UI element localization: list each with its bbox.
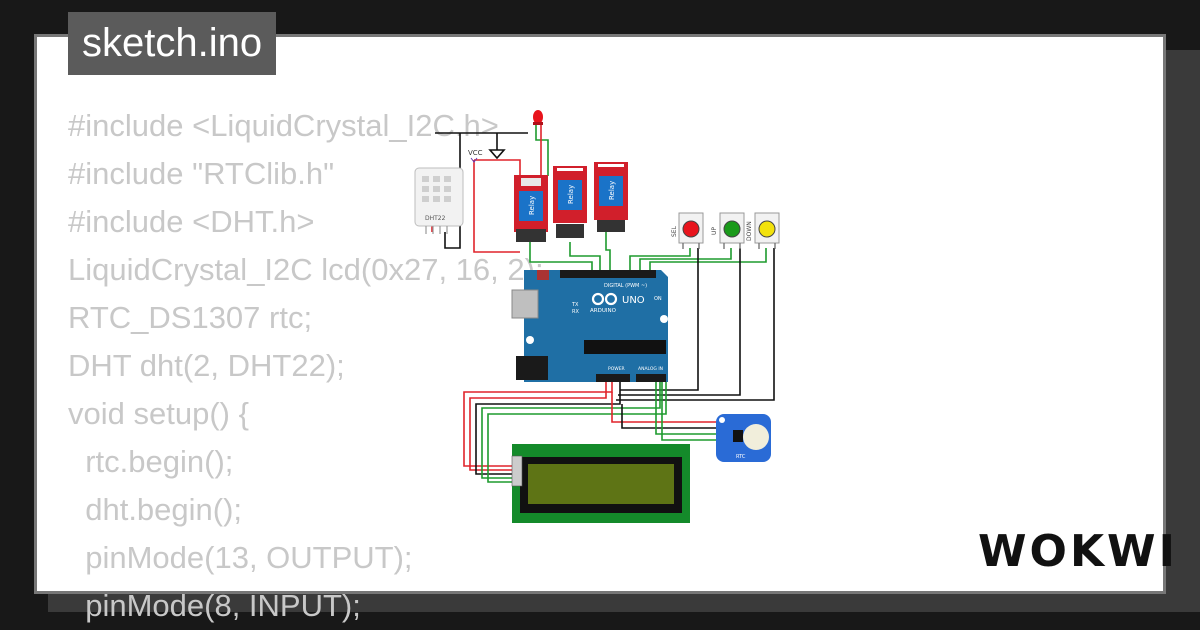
power-label: POWER [608, 366, 625, 372]
code-line: DHT dht(2, DHT22); [68, 348, 345, 383]
digital-label: DIGITAL (PWM ~) [604, 283, 647, 289]
relay-2-label: Relay [567, 185, 575, 204]
reset-button [537, 270, 549, 280]
code-line: #include <LiquidCrystal_I2C.h> [68, 108, 499, 143]
lcd-16x2 [511, 444, 690, 523]
button-down-label: DOWN [746, 221, 753, 241]
digital-header [560, 270, 656, 278]
button-green[interactable]: UP [711, 212, 745, 249]
rtc-module: RTC [716, 414, 771, 462]
code-line: rtc.begin(); [68, 444, 234, 479]
dht22-label: DHT22 [425, 215, 446, 222]
dht22-sensor: DHT22 [414, 167, 464, 234]
relay-1: Relay [514, 175, 548, 242]
board-brand-label: ARDUINO [590, 308, 617, 314]
analog-header [636, 374, 666, 382]
ground-symbol [488, 137, 506, 160]
code-line: pinMode(8, INPUT); [68, 588, 361, 623]
power-jack [516, 356, 548, 380]
arduino-uno-board: DIGITAL (PWM ~) UNO ARDUINO TX RX ON POW… [511, 270, 668, 382]
usb-port [511, 289, 539, 319]
analog-label: ANALOG IN [638, 366, 663, 372]
button-sel-label: SEL [671, 225, 678, 237]
code-line: #include <DHT.h> [68, 204, 315, 239]
code-preview: #include <LiquidCrystal_I2C.h> #include "… [68, 102, 668, 623]
relay-3-label: Relay [608, 181, 616, 200]
relay-3: Relay [594, 162, 628, 232]
code-line: LiquidCrystal_I2C lcd(0x27, 16, 2); [68, 252, 544, 287]
code-line: void setup() { [68, 396, 249, 431]
button-up-label: UP [711, 227, 718, 235]
code-line: RTC_DS1307 rtc; [68, 300, 313, 335]
button-red[interactable]: SEL [671, 212, 704, 249]
arduino-logo-icon [591, 292, 618, 306]
power-header [596, 374, 630, 382]
atmega-chip [584, 340, 666, 354]
code-line: #include "RTClib.h" [68, 156, 335, 191]
board-uno-label: UNO [622, 295, 645, 306]
rtc-label: RTC [736, 454, 746, 460]
on-label: ON [654, 296, 662, 302]
led-red [533, 110, 543, 125]
button-yellow[interactable]: DOWN [746, 212, 780, 249]
relay-2: Relay [553, 166, 587, 238]
wokwi-logo[interactable]: WOKWI [978, 526, 1178, 577]
sketch-title: sketch.ino [68, 12, 277, 75]
code-line: dht.begin(); [68, 492, 243, 527]
vcc-label: VCC [468, 149, 483, 157]
relay-1-label: Relay [528, 196, 536, 215]
rx-label: RX [572, 309, 579, 315]
tx-label: TX [571, 302, 579, 308]
code-line: pinMode(13, OUTPUT); [68, 540, 413, 575]
